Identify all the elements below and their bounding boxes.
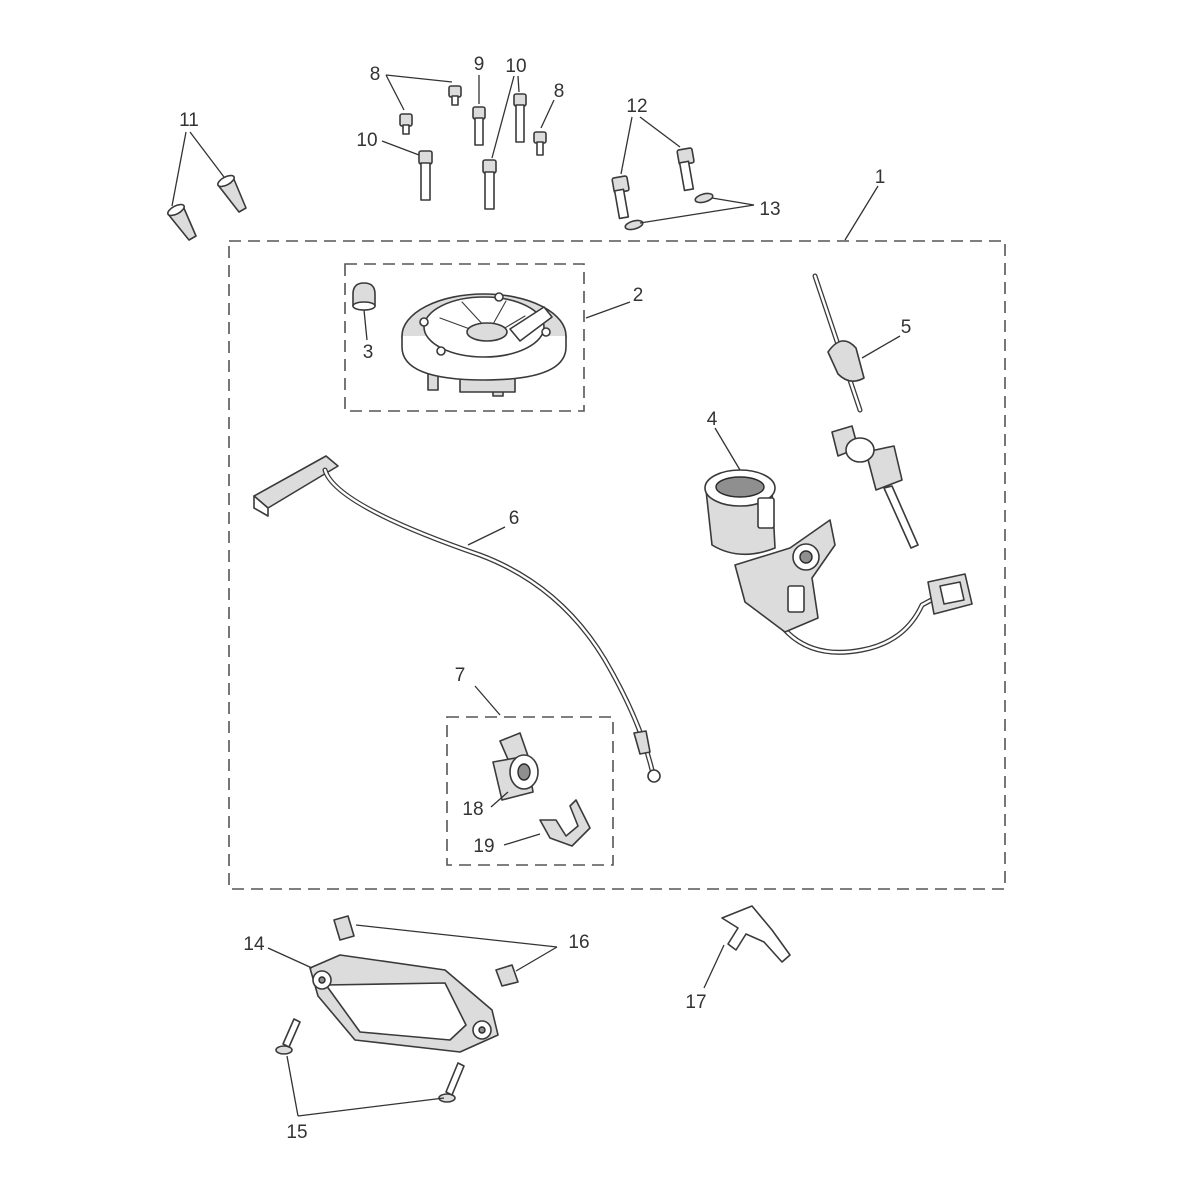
mounting-screw-pair bbox=[275, 1018, 465, 1103]
kit-boundary-box bbox=[228, 240, 1006, 890]
callout-6: 6 bbox=[509, 508, 520, 529]
callout-9: 9 bbox=[474, 54, 485, 75]
spring-clip-pair bbox=[333, 915, 519, 987]
callout-11: 11 bbox=[179, 110, 199, 131]
seat-lock-barrel bbox=[492, 732, 539, 801]
seat-lock-bracket bbox=[539, 799, 591, 847]
callout-8-left: 8 bbox=[370, 64, 381, 85]
callout-15: 15 bbox=[286, 1122, 307, 1143]
bolt-set bbox=[399, 85, 547, 210]
rubber-cap bbox=[352, 282, 376, 311]
callout-10-top: 10 bbox=[505, 56, 526, 77]
leader-lines bbox=[171, 74, 901, 1117]
callout-18: 18 bbox=[462, 799, 483, 820]
callout-3: 3 bbox=[363, 342, 374, 363]
callout-10-left: 10 bbox=[356, 130, 377, 151]
callout-17: 17 bbox=[685, 992, 706, 1013]
callout-5: 5 bbox=[901, 317, 912, 338]
release-cable bbox=[253, 455, 661, 783]
callout-1: 1 bbox=[875, 167, 886, 188]
callout-16: 16 bbox=[568, 932, 589, 953]
callout-4: 4 bbox=[707, 409, 718, 430]
callout-19: 19 bbox=[473, 836, 494, 857]
callout-numbers: 1 2 3 4 5 6 7 8 8 9 10 10 11 12 13 14 15… bbox=[179, 54, 911, 1143]
fuel-cap-group-box bbox=[344, 263, 585, 412]
countersunk-screw-pair bbox=[167, 174, 247, 241]
fuel-filler-cap bbox=[401, 292, 567, 397]
callout-8-right: 8 bbox=[554, 81, 565, 102]
callout-13: 13 bbox=[759, 199, 780, 220]
bolt-washer-set bbox=[611, 147, 714, 231]
key-set bbox=[812, 273, 919, 549]
seat-lock-group-box bbox=[446, 716, 614, 866]
ignition-switch bbox=[704, 469, 973, 655]
callout-14: 14 bbox=[243, 934, 265, 955]
callout-12: 12 bbox=[626, 96, 647, 117]
mounting-bracket bbox=[721, 905, 791, 963]
callout-7: 7 bbox=[455, 665, 466, 686]
callout-2: 2 bbox=[633, 285, 644, 306]
control-unit-module bbox=[309, 954, 499, 1053]
